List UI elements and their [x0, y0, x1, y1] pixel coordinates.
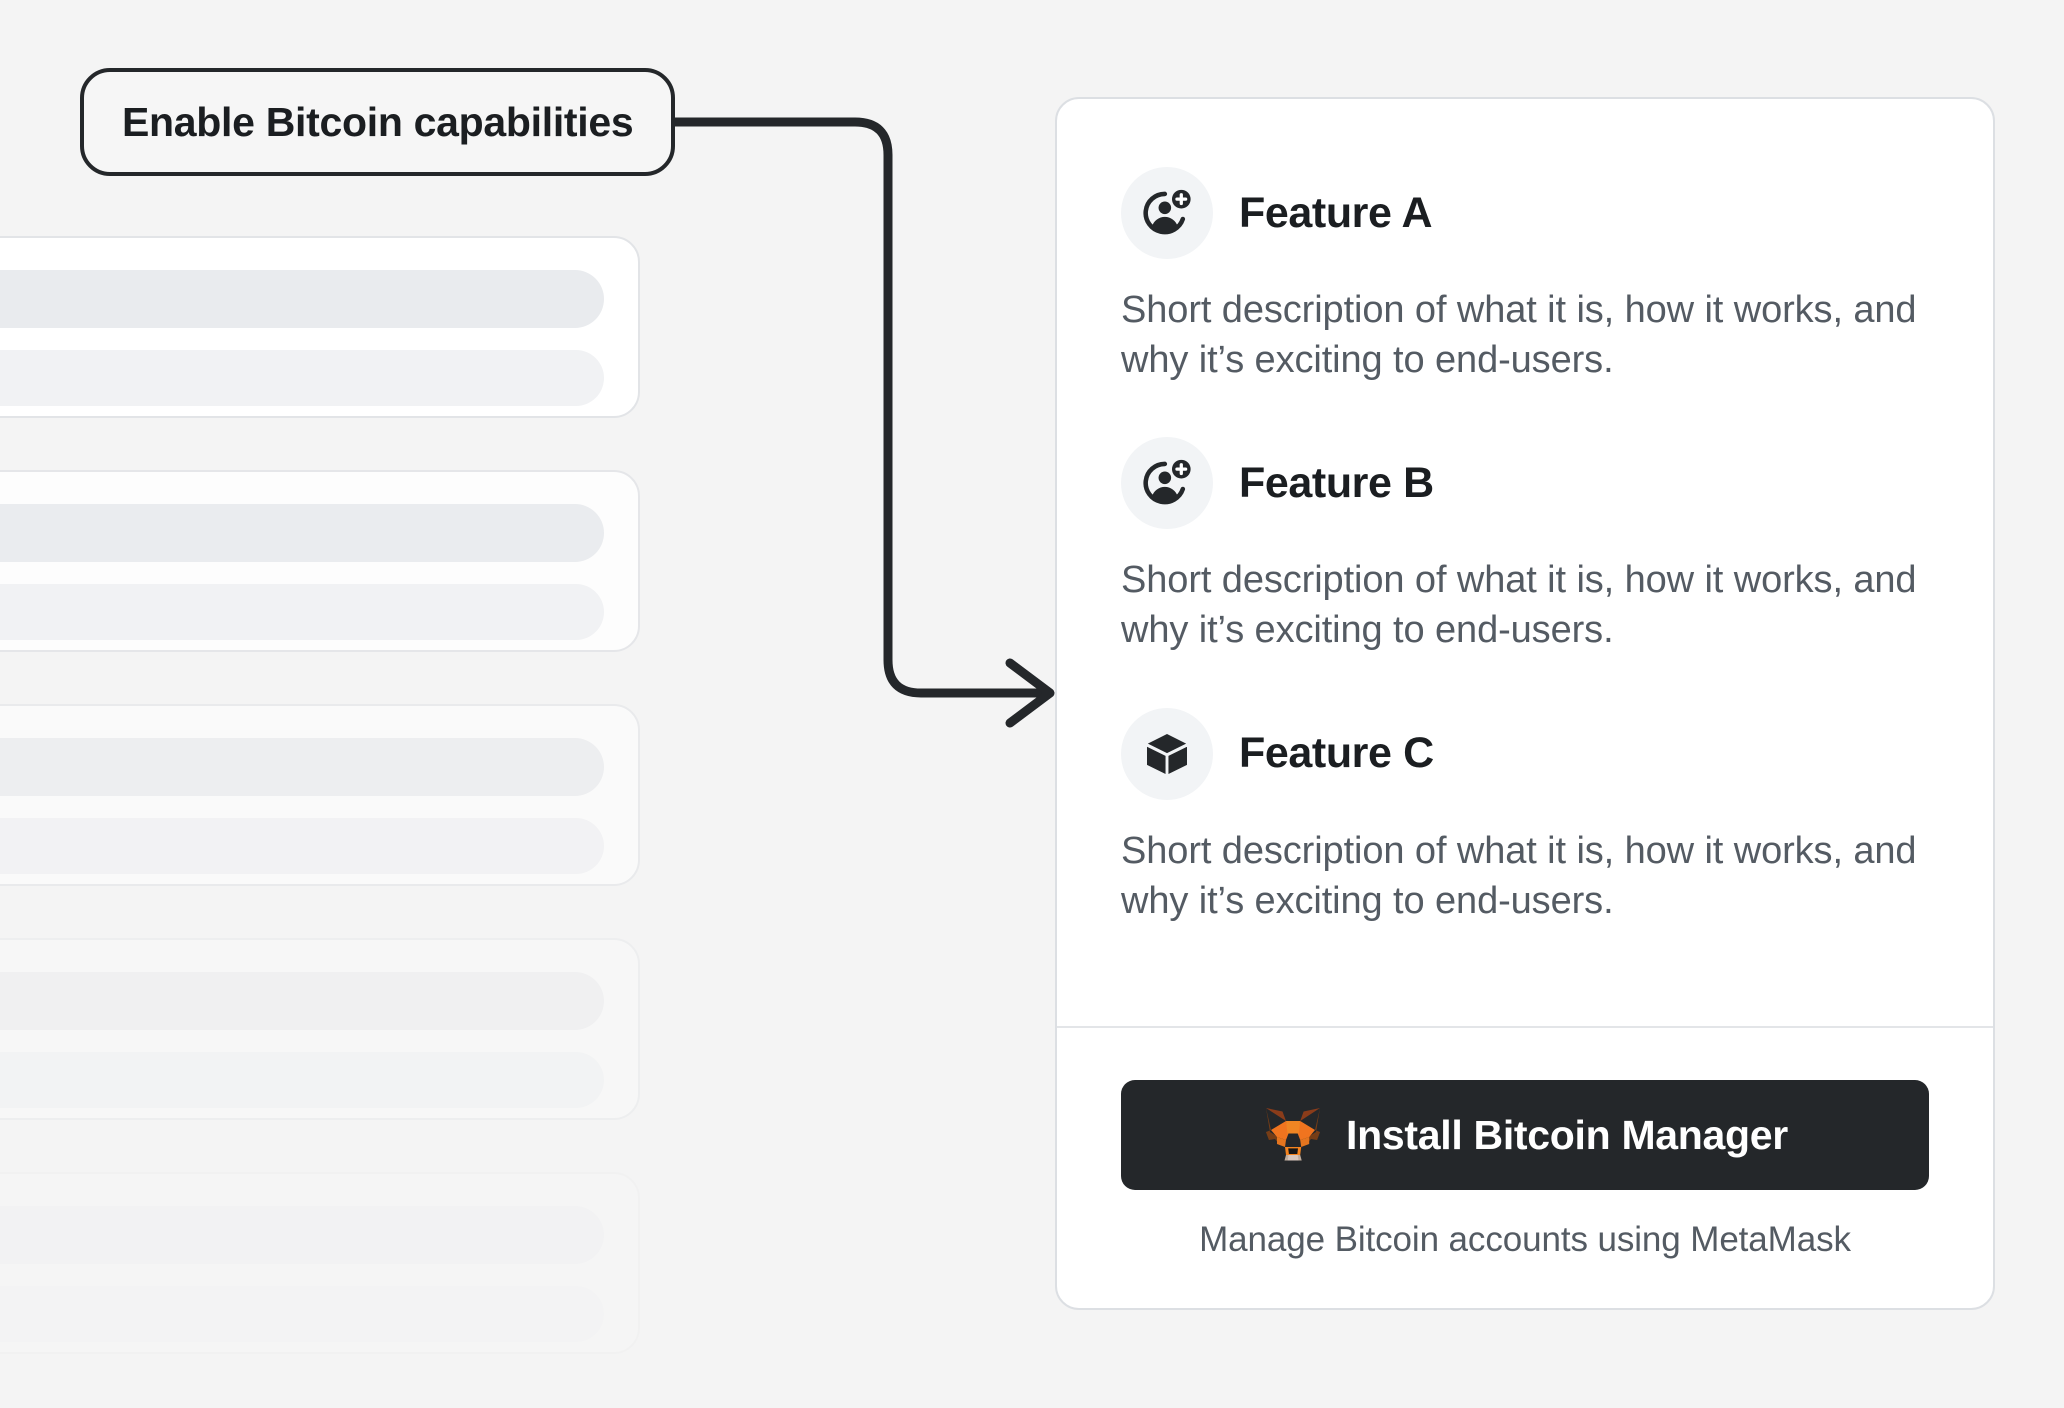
skeleton-bar-secondary [0, 818, 604, 874]
skeleton-card [0, 236, 640, 418]
features-list: Feature A Short description of what it i… [1057, 99, 1993, 1026]
feature-card: Feature A Short description of what it i… [1055, 97, 1995, 1310]
skeleton-bar-primary [0, 972, 604, 1030]
install-bitcoin-manager-button[interactable]: Install Bitcoin Manager [1121, 1080, 1929, 1190]
metamask-fox-icon [1262, 1106, 1324, 1164]
skeleton-card [0, 470, 640, 652]
skeleton-card [0, 704, 640, 886]
feature-description: Short description of what it is, how it … [1121, 559, 1917, 652]
feature-title: Feature B [1239, 458, 1434, 507]
skeleton-bar-secondary [0, 584, 604, 640]
skeleton-bar-secondary [0, 350, 604, 406]
skeleton-bar-primary [0, 1206, 604, 1264]
feature-header: Feature C [1121, 707, 1929, 800]
skeleton-card [0, 938, 640, 1120]
skeleton-card [0, 1172, 640, 1354]
skeleton-bar-primary [0, 738, 604, 796]
feature-title: Feature A [1239, 188, 1433, 237]
skeleton-bar-secondary [0, 1286, 604, 1342]
footer-caption: Manage Bitcoin accounts using MetaMask [1199, 1220, 1851, 1259]
card-footer: Install Bitcoin Manager Manage Bitcoin a… [1057, 1026, 1993, 1308]
feature-item: Feature A Short description of what it i… [1121, 167, 1929, 385]
skeleton-placeholder-list [0, 236, 640, 1406]
feature-description: Short description of what it is, how it … [1121, 289, 1917, 382]
add-user-icon [1121, 167, 1213, 259]
feature-item: Feature C Short description of what it i… [1121, 707, 1929, 926]
skeleton-bar-primary [0, 270, 604, 328]
annotation-label: Enable Bitcoin capabilities [80, 68, 676, 176]
add-user-icon [1121, 437, 1213, 530]
cube-icon [1121, 707, 1213, 800]
annotation-label-text: Enable Bitcoin capabilities [122, 98, 634, 145]
feature-header: Feature A [1121, 167, 1929, 259]
feature-title: Feature C [1239, 729, 1434, 778]
install-button-label: Install Bitcoin Manager [1346, 1111, 1788, 1158]
feature-header: Feature B [1121, 437, 1929, 530]
skeleton-bar-secondary [0, 1052, 604, 1108]
skeleton-bar-primary [0, 504, 604, 562]
feature-description: Short description of what it is, how it … [1121, 829, 1917, 922]
feature-item: Feature B Short description of what it i… [1121, 437, 1929, 655]
